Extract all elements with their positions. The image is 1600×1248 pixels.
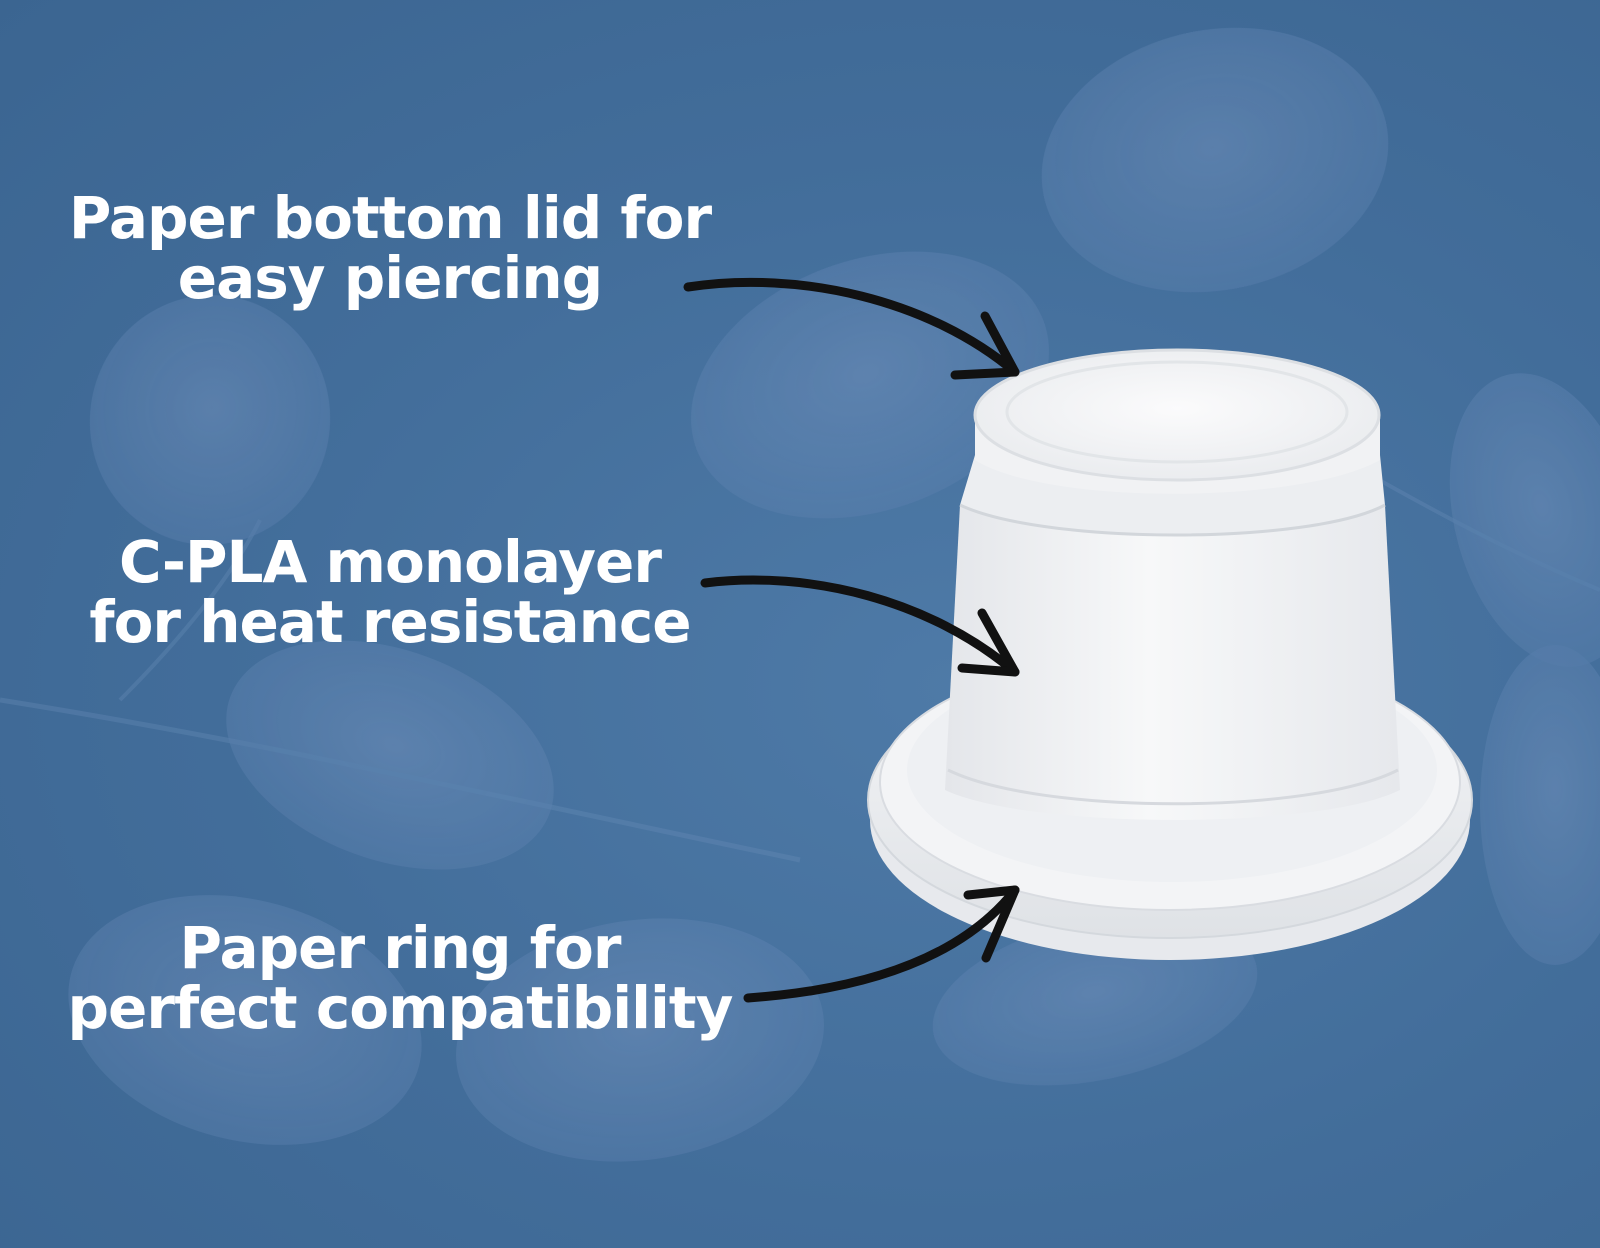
coffee-capsule-icon <box>867 348 1473 960</box>
callout-line: for heat resistance <box>89 588 691 656</box>
hand-drawn-arrow-icon-2 <box>700 575 1020 677</box>
hand-drawn-arrow-icon-1 <box>683 277 1020 380</box>
hand-drawn-arrow-icon-3 <box>743 885 1020 1003</box>
callout-cpla-monolayer: C-PLA monolayer for heat resistance <box>40 532 740 652</box>
callout-paper-ring: Paper ring for perfect compatibility <box>30 918 770 1038</box>
callout-line: Paper bottom lid for <box>68 184 712 252</box>
callout-line: Paper ring for <box>179 914 622 982</box>
callout-paper-bottom-lid: Paper bottom lid for easy piercing <box>40 188 740 308</box>
callout-line: C-PLA monolayer <box>119 528 662 596</box>
callout-line: perfect compatibility <box>67 974 734 1042</box>
callout-line: easy piercing <box>177 244 603 312</box>
